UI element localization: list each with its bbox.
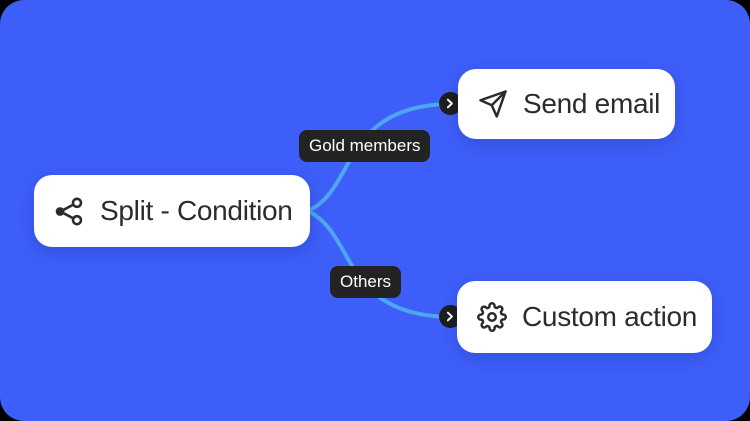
gear-icon <box>477 302 507 332</box>
chevron-right-icon <box>446 98 453 109</box>
split-icon <box>55 197 83 225</box>
branch-label-gold-members: Gold members <box>299 130 431 162</box>
node-label-custom-action: Custom action <box>522 301 698 332</box>
branch-port-others[interactable] <box>439 305 462 328</box>
connector-others <box>308 210 448 319</box>
chevron-right-icon <box>446 311 453 322</box>
branch-label-others: Others <box>330 266 402 298</box>
node-label-send-email: Send email <box>523 88 661 119</box>
send-paper-plane-icon <box>479 90 507 118</box>
node-split-condition[interactable]: Split - Condition <box>34 175 310 247</box>
node-label-split: Split - Condition <box>100 195 293 226</box>
node-custom-action[interactable]: Custom action <box>457 281 712 353</box>
node-send-email[interactable]: Send email <box>458 69 675 139</box>
branch-port-gold-members[interactable] <box>439 92 462 115</box>
